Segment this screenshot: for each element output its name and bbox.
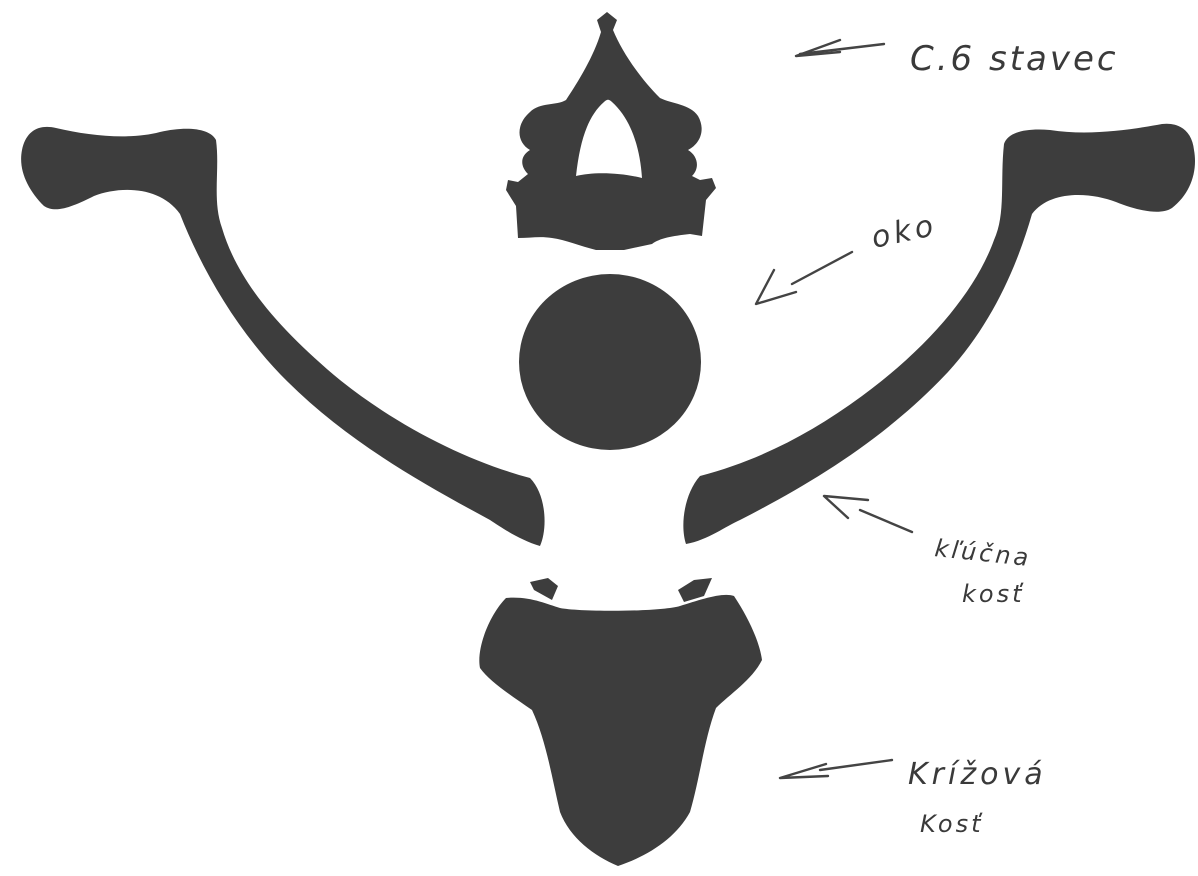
eye-shape xyxy=(519,274,701,450)
sacrum-shape xyxy=(479,578,762,866)
sacrum-label-line2: Kosť xyxy=(920,810,983,838)
vertebra-shape xyxy=(506,12,716,250)
clavicle-label-line2: kosť xyxy=(962,580,1025,608)
sacrum-label-line1: Krížová xyxy=(908,757,1047,792)
clavicle-label-line1: kľúčna xyxy=(933,534,1032,572)
arrow-clavicle xyxy=(824,496,912,532)
eye-label: oko xyxy=(868,208,940,256)
arrow-vertebra xyxy=(796,40,884,56)
arrow-sacrum xyxy=(780,760,892,778)
right-clavicle-shape xyxy=(683,124,1195,544)
left-clavicle-shape xyxy=(21,127,544,546)
vertebra-label: C.6 stavec xyxy=(910,39,1119,79)
arrow-eye xyxy=(756,252,852,304)
